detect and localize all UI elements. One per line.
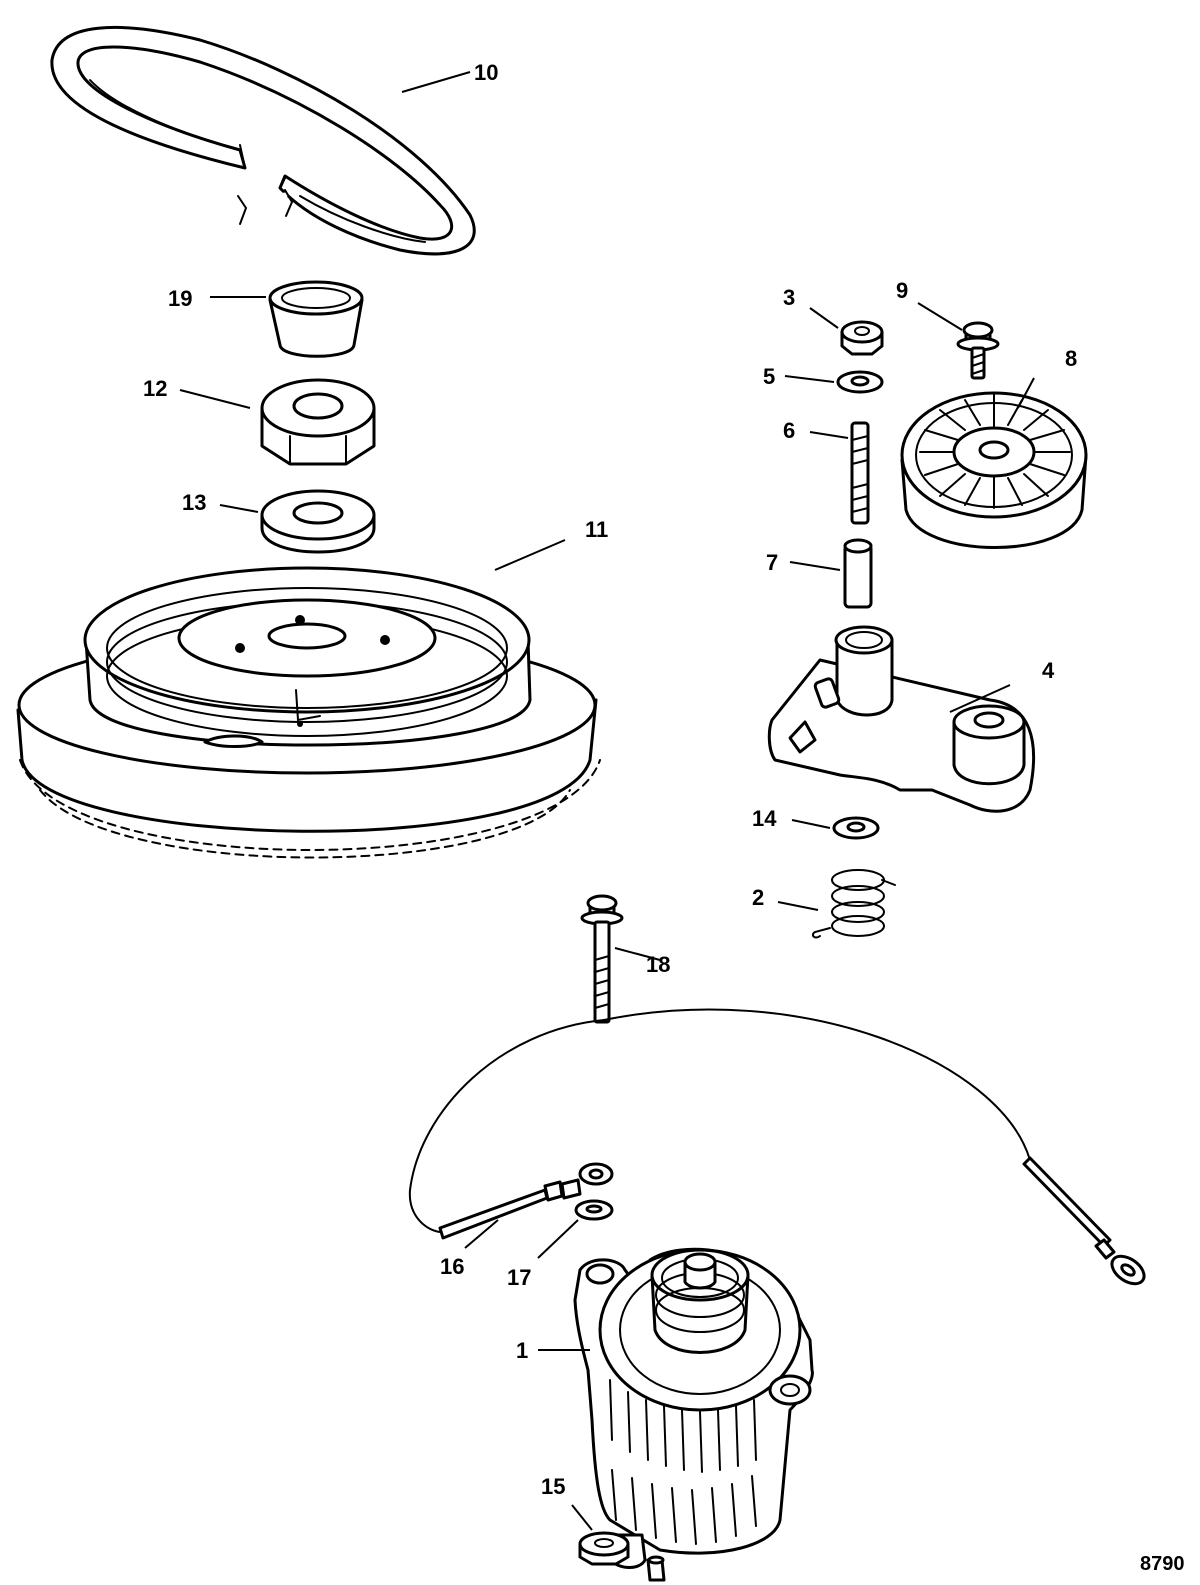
callout-14: 14 <box>752 806 777 831</box>
callout-10: 10 <box>474 60 498 85</box>
flat-washer <box>260 489 376 554</box>
callout-8: 8 <box>1065 346 1077 371</box>
callout-5: 5 <box>763 364 775 389</box>
spacer-sleeve <box>843 538 873 609</box>
callout-13: 13 <box>182 490 206 515</box>
callout-labels: 1 2 3 4 5 6 7 8 9 10 11 12 13 14 15 16 1… <box>143 60 1077 1499</box>
figure-number: 8790 <box>1140 1553 1185 1575</box>
callout-4: 4 <box>1042 658 1055 683</box>
ground-cable <box>408 1008 1146 1286</box>
idler-pulley <box>900 391 1088 549</box>
callout-15: 15 <box>541 1474 565 1499</box>
pulley-bolt <box>956 321 1000 380</box>
hex-nut <box>260 378 376 466</box>
callout-16: 16 <box>440 1254 464 1279</box>
alternator-mounting-bolt <box>580 894 624 1024</box>
bushing <box>268 280 364 358</box>
callout-12: 12 <box>143 376 167 401</box>
torsion-spring <box>811 869 896 939</box>
cable-washer <box>574 1199 614 1221</box>
callout-2: 2 <box>752 885 764 910</box>
alternator <box>573 1247 814 1582</box>
callout-7: 7 <box>766 550 778 575</box>
small-hex-nut <box>840 320 884 356</box>
small-washer-lower <box>832 816 880 840</box>
callout-18: 18 <box>646 952 670 977</box>
small-washer-upper <box>836 370 884 394</box>
terminal-nut <box>578 1531 630 1566</box>
drive-belt <box>50 26 476 256</box>
callout-6: 6 <box>783 418 795 443</box>
callout-11: 11 <box>585 517 608 542</box>
callout-9: 9 <box>896 278 908 303</box>
threaded-stud <box>850 421 870 525</box>
callout-3: 3 <box>783 285 795 310</box>
callout-17: 17 <box>507 1265 531 1290</box>
leader-lines <box>179 71 1035 1531</box>
flywheel <box>16 566 601 859</box>
callout-1: 1 <box>516 1338 528 1363</box>
callout-19: 19 <box>168 286 192 311</box>
tensioner-bracket <box>767 625 1036 813</box>
